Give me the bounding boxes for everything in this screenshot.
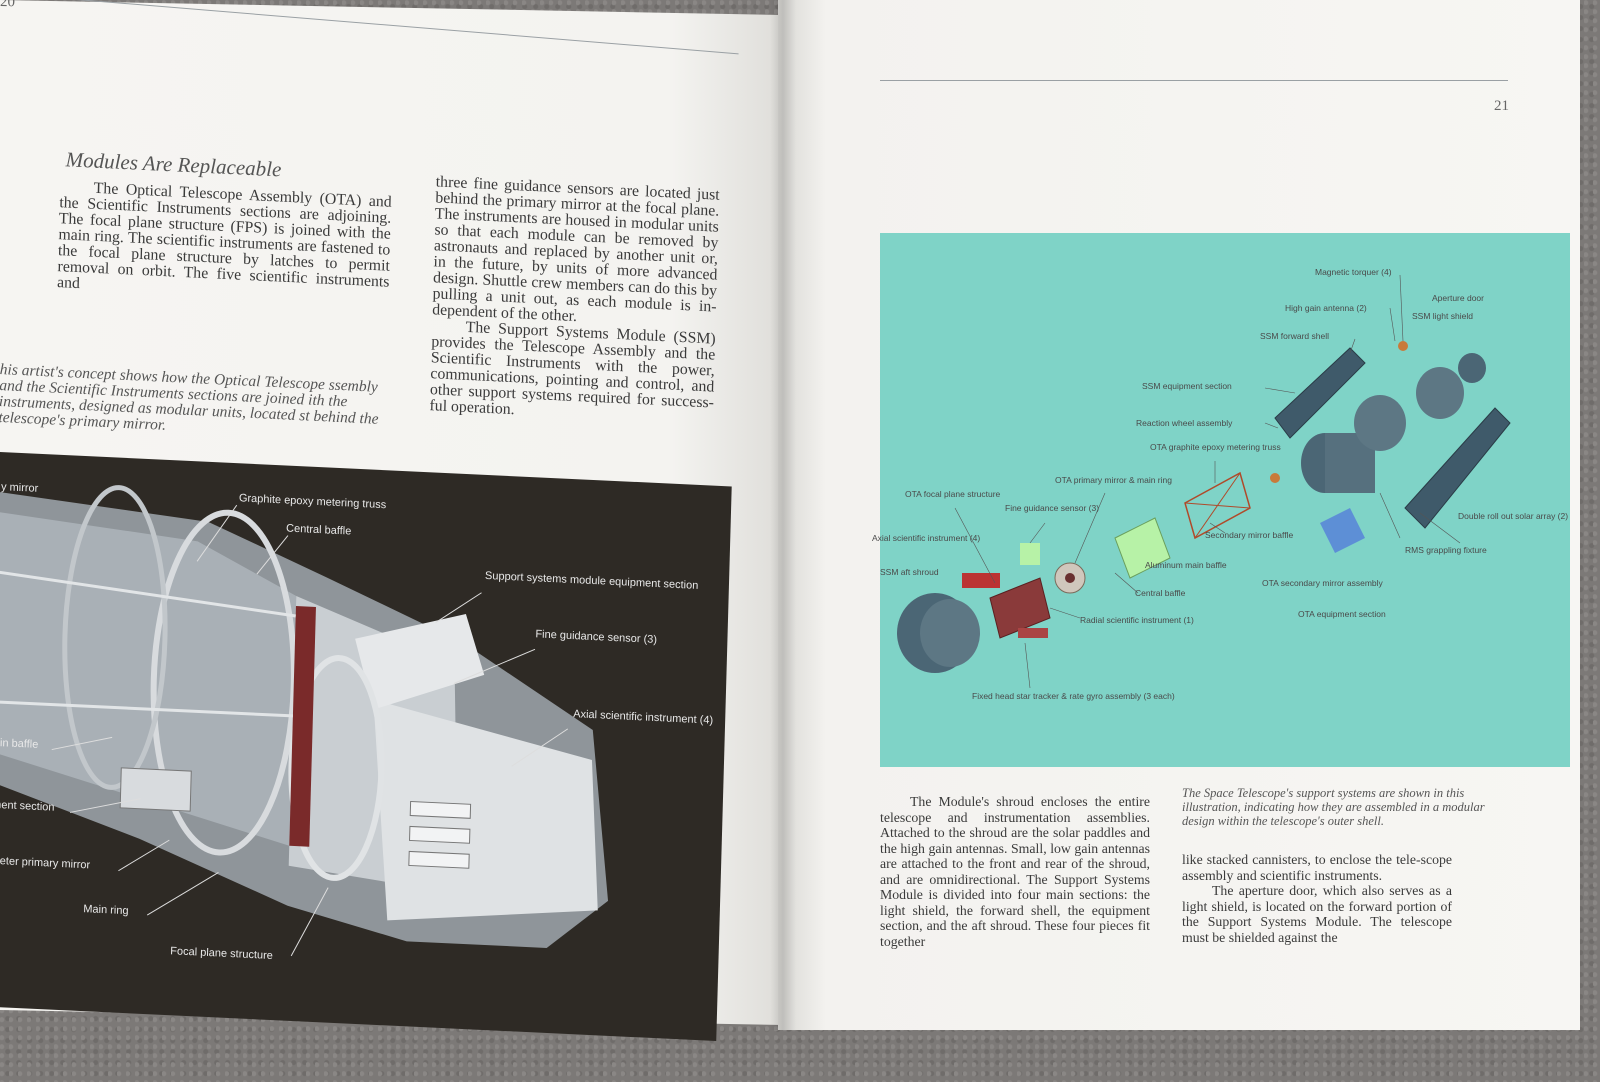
label-ssm-equipment: Support systems module equipment section bbox=[485, 570, 699, 592]
left-col2-paragraph-2: The Support Systems Module (SSM) provide… bbox=[429, 318, 716, 419]
label-primary-mirror: meter primary mirror bbox=[0, 855, 91, 872]
diagram-labels: Magnetic torquer (4) Aperture door High … bbox=[872, 267, 1568, 701]
label-ota-secondary: OTA secondary mirror assembly bbox=[1262, 578, 1384, 588]
label-secondary-baffle: Secondary mirror baffle bbox=[1205, 530, 1293, 540]
right-figure-caption: The Space Telescope's support systems ar… bbox=[1182, 786, 1485, 828]
label-ota-equipment: OTA equipment section bbox=[1298, 609, 1386, 619]
label-axial-instrument: Axial scientific instrument (4) bbox=[872, 533, 980, 543]
label-central-baffle: Central baffle bbox=[286, 523, 352, 538]
left-page: 20 Modules Are Replaceable The Optical T… bbox=[0, 0, 790, 1041]
leader-lines bbox=[51, 504, 569, 957]
exploded-view-drawing: Magnetic torquer (4) Aperture door High … bbox=[872, 267, 1568, 701]
left-column-1: The Optical Telescope Assembly (OTA) and… bbox=[57, 179, 392, 307]
label-main-baffle: ain baffle bbox=[0, 737, 38, 751]
label-magnetic-torquer: Magnetic torquer (4) bbox=[1315, 267, 1392, 277]
exploded-components bbox=[897, 341, 1511, 673]
label-focal-plane: Focal plane structure bbox=[170, 945, 273, 962]
label-ssm-equipment-section: SSM equipment section bbox=[1142, 381, 1232, 391]
cutaway-drawing: y mirror Graphite epoxy metering truss C… bbox=[0, 481, 713, 962]
left-col2-paragraph-1: three fine guidance sensors are located … bbox=[431, 173, 720, 326]
right-column-1: The Module's shroud encloses the entire … bbox=[880, 794, 1150, 949]
right-page-number: 21 bbox=[1494, 98, 1509, 114]
left-page-number: 20 bbox=[0, 0, 15, 11]
left-column-2: three fine guidance sensors are located … bbox=[429, 173, 720, 427]
label-ssm-light-shield: SSM light shield bbox=[1412, 311, 1473, 321]
label-truss: Graphite epoxy metering truss bbox=[239, 492, 387, 511]
label-ota-truss: OTA graphite epoxy metering truss bbox=[1150, 442, 1281, 452]
right-col1-paragraph: The Module's shroud encloses the entire … bbox=[880, 794, 1150, 949]
label-main-ring: Main ring bbox=[83, 903, 129, 917]
left-figure-caption: his artist's concept shows how the Optic… bbox=[0, 361, 379, 434]
label-high-gain-antenna: High gain antenna (2) bbox=[1285, 303, 1367, 313]
right-col2-paragraph-2: The aperture door, which also serves as … bbox=[1182, 883, 1452, 945]
telescope-cutaway-illustration: y mirror Graphite epoxy metering truss C… bbox=[0, 452, 732, 1041]
right-col2-paragraph-1: like stacked cannisters, to enclose the … bbox=[1182, 852, 1452, 883]
left-col1-paragraph: The Optical Telescope Assembly (OTA) and… bbox=[56, 179, 392, 293]
section-heading: Modules Are Replaceable bbox=[65, 147, 282, 182]
diagram-leader-lines bbox=[954, 274, 1461, 689]
right-header-rule bbox=[880, 80, 1508, 81]
label-ssm-aft-shroud: SSM aft shroud bbox=[880, 567, 939, 577]
label-aperture-door: Aperture door bbox=[1432, 293, 1484, 303]
label-aluminum-baffle: Aluminum main baffle bbox=[1145, 560, 1227, 570]
label-reaction-wheel: Reaction wheel assembly bbox=[1136, 418, 1233, 428]
label-fgs: Fine guidance sensor (3) bbox=[535, 628, 657, 646]
label-ssm-forward-shell: SSM forward shell bbox=[1260, 331, 1329, 341]
label-axial: Axial scientific instrument (4) bbox=[573, 708, 713, 727]
book-gutter-shadow bbox=[770, 0, 796, 1030]
label-ota-focal-plane: OTA focal plane structure bbox=[905, 489, 1001, 499]
label-star-tracker: Fixed head star tracker & rate gyro asse… bbox=[972, 691, 1175, 701]
right-column-2: like stacked cannisters, to enclose the … bbox=[1182, 852, 1452, 945]
label-radial-instrument: Radial scientific instrument (1) bbox=[1080, 615, 1194, 625]
label-mirror: y mirror bbox=[1, 481, 39, 495]
label-solar-array: Double roll out solar array (2) bbox=[1458, 511, 1568, 521]
label-rms-fixture: RMS grappling fixture bbox=[1405, 545, 1487, 555]
exploded-view-diagram: Magnetic torquer (4) Aperture door High … bbox=[872, 233, 1570, 767]
label-central-baffle-r: Central baffle bbox=[1135, 588, 1186, 598]
label-ota-primary: OTA primary mirror & main ring bbox=[1055, 475, 1172, 485]
telescope-body-shape bbox=[0, 485, 609, 948]
label-equipment-section: ment section bbox=[0, 799, 55, 814]
label-fine-guidance: Fine guidance sensor (3) bbox=[1005, 503, 1099, 513]
